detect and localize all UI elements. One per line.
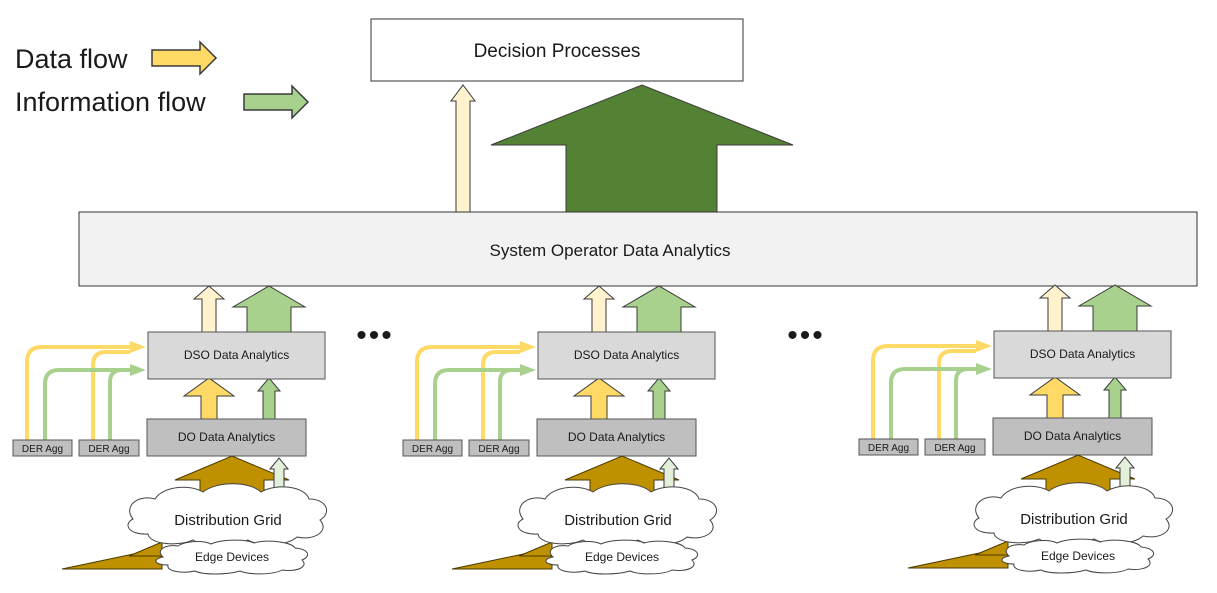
- region-1: DSO Data Analytics DO Data Analytics DER…: [12, 285, 328, 575]
- do-data-analytics-label: DO Data Analytics: [568, 430, 665, 444]
- edge-devices-cloud: Edge Devices: [155, 539, 309, 575]
- system-operator-box: System Operator Data Analytics: [78, 211, 1198, 287]
- der-agg-label-2: DER Agg: [934, 443, 975, 454]
- decision-processes-label: Decision Processes: [474, 41, 641, 62]
- region-2: DSO Data Analytics DO Data Analytics DER…: [402, 285, 718, 575]
- der-agg-2-green-flow: [498, 368, 520, 442]
- edge-to-der-agg-2-arrow: [974, 540, 1009, 556]
- der-agg-1-yellow-flow: [871, 344, 976, 441]
- dso-data-analytics-box: DSO Data Analytics: [537, 331, 716, 380]
- der-agg-1-yellow-arrowhead: [976, 340, 992, 352]
- der-agg-2-yellow-flow: [937, 349, 976, 441]
- dso-data-analytics-label: DSO Data Analytics: [1030, 347, 1135, 361]
- der-agg-1-yellow-flow: [415, 345, 520, 442]
- distribution-grid-cloud: Distribution Grid: [973, 482, 1174, 545]
- der-agg-label-1: DER Agg: [868, 443, 909, 454]
- der-agg-1-green-flow: [433, 368, 520, 442]
- ellipsis-2: •••: [787, 319, 825, 352]
- distribution-grid-cloud: Distribution Grid: [127, 483, 328, 546]
- legend-information-flow-label: Information flow: [15, 87, 206, 117]
- do-data-analytics-box: DO Data Analytics: [146, 418, 307, 457]
- do-data-analytics-box: DO Data Analytics: [536, 418, 697, 457]
- dso-to-sysop-data-arrow: [582, 285, 616, 333]
- dso-to-sysop-info-arrow: [1077, 284, 1153, 332]
- edge-devices-cloud: Edge Devices: [545, 539, 699, 575]
- do-data-analytics-label: DO Data Analytics: [1024, 429, 1121, 443]
- der-agg-label-1: DER Agg: [412, 444, 453, 455]
- der-agg-label-2: DER Agg: [88, 444, 129, 455]
- dso-to-sysop-info-arrow: [621, 285, 697, 333]
- legend-data-flow-label: Data flow: [15, 44, 128, 74]
- der-agg-1-yellow-flow: [25, 345, 130, 442]
- do-data-analytics-label: DO Data Analytics: [178, 430, 275, 444]
- system-operator-label: System Operator Data Analytics: [490, 241, 731, 260]
- do-to-dso-data-arrow: [182, 377, 236, 420]
- der-agg-1-green-arrowhead: [130, 364, 146, 376]
- legend: Data flow Information flow: [15, 40, 310, 120]
- edge-devices-label: Edge Devices: [195, 550, 269, 564]
- der-agg-box-1: DER Agg: [12, 439, 73, 457]
- der-agg-1-green-arrowhead: [520, 364, 536, 376]
- der-agg-box-2: DER Agg: [468, 439, 530, 457]
- data-flow-arrow-icon: [151, 40, 218, 76]
- der-agg-label-2: DER Agg: [478, 444, 519, 455]
- region-3: DSO Data Analytics DO Data Analytics DER…: [858, 284, 1174, 574]
- der-agg-1-green-flow: [889, 367, 976, 441]
- der-agg-box-1: DER Agg: [858, 438, 919, 456]
- der-agg-1-green-arrowhead: [976, 363, 992, 375]
- distribution-grid-label: Distribution Grid: [174, 512, 282, 529]
- dso-to-sysop-data-arrow: [192, 285, 226, 333]
- data-flow-arrow-to-decisions: [450, 84, 476, 213]
- der-agg-box-2: DER Agg: [924, 438, 986, 456]
- dso-data-analytics-box: DSO Data Analytics: [147, 331, 326, 380]
- dso-data-analytics-box: DSO Data Analytics: [993, 330, 1172, 379]
- der-agg-label-1: DER Agg: [22, 444, 63, 455]
- do-data-analytics-box: DO Data Analytics: [992, 417, 1153, 456]
- der-agg-1-yellow-arrowhead: [130, 341, 146, 353]
- dso-to-sysop-info-arrow: [231, 285, 307, 333]
- dso-data-analytics-label: DSO Data Analytics: [184, 348, 289, 362]
- do-to-dso-info-arrow: [1102, 376, 1128, 419]
- edge-to-der-agg-2-arrow: [518, 541, 553, 557]
- do-to-dso-data-arrow: [572, 377, 626, 420]
- der-agg-box-2: DER Agg: [78, 439, 140, 457]
- edge-devices-label: Edge Devices: [585, 550, 659, 564]
- distribution-grid-label: Distribution Grid: [1020, 511, 1128, 528]
- dso-to-sysop-data-arrow: [1038, 284, 1072, 332]
- der-agg-box-1: DER Agg: [402, 439, 463, 457]
- edge-devices-label: Edge Devices: [1041, 549, 1115, 563]
- edge-to-der-agg-2-arrow: [128, 541, 163, 557]
- dso-data-analytics-label: DSO Data Analytics: [574, 348, 679, 362]
- der-agg-2-yellow-flow: [91, 350, 130, 442]
- distribution-grid-label: Distribution Grid: [564, 512, 672, 529]
- do-to-dso-info-arrow: [256, 377, 282, 420]
- der-agg-1-green-flow: [43, 368, 130, 442]
- der-agg-2-green-flow: [954, 367, 976, 441]
- information-flow-arrow-icon: [243, 84, 310, 120]
- distribution-grid-cloud: Distribution Grid: [517, 483, 718, 546]
- der-agg-2-yellow-flow: [481, 350, 520, 442]
- do-to-dso-data-arrow: [1028, 376, 1082, 419]
- decision-processes-box: Decision Processes: [370, 18, 744, 82]
- der-agg-1-yellow-arrowhead: [520, 341, 536, 353]
- do-to-dso-info-arrow: [646, 377, 672, 420]
- ellipsis-1: •••: [356, 319, 394, 352]
- information-flow-arrow-to-decisions: [490, 84, 794, 213]
- edge-devices-cloud: Edge Devices: [1001, 538, 1155, 574]
- der-agg-2-green-flow: [108, 368, 130, 442]
